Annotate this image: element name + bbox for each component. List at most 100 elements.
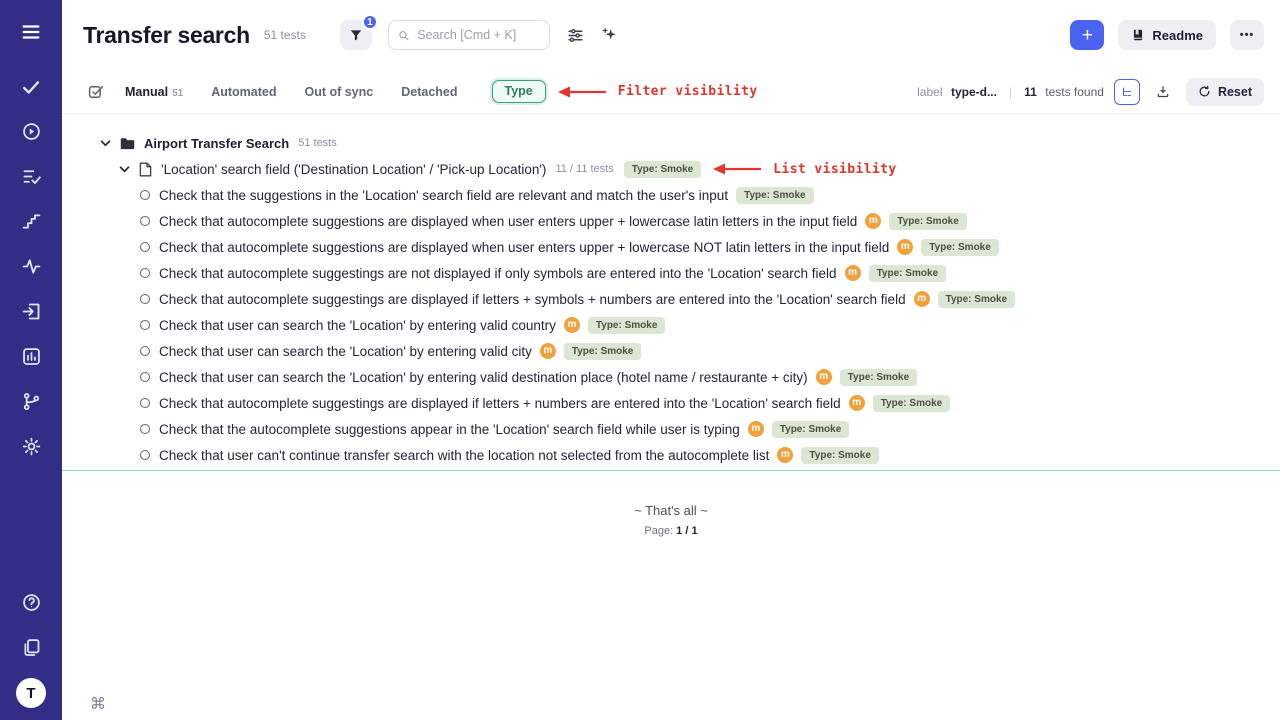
main-area: Transfer search 51 tests 1 + Readme ••• [62, 0, 1280, 720]
tab-manual[interactable]: Manual 51 [125, 85, 183, 99]
check-icon[interactable] [9, 64, 54, 109]
test-status-icon [140, 242, 150, 252]
test-title[interactable]: Check that autocomplete suggestions are … [159, 239, 890, 255]
suite-count: 11 / 11 tests [555, 163, 614, 175]
test-title[interactable]: Check that user can search the 'Location… [159, 369, 808, 385]
ai-sparkle-icon[interactable] [601, 26, 619, 44]
filter-count-badge: 1 [361, 14, 378, 30]
test-title[interactable]: Check that user can search the 'Location… [159, 317, 556, 333]
tab-automated[interactable]: Automated [211, 85, 276, 99]
toolbar-right: label type-d... | 11 tests found Reset [917, 77, 1264, 106]
suite-name[interactable]: 'Location' search field ('Destination Lo… [161, 161, 547, 177]
milestone-badge: m [897, 239, 914, 255]
type-smoke-badge: Type: Smoke [937, 290, 1016, 308]
suite-row[interactable]: 'Location' search field ('Destination Lo… [62, 156, 1280, 182]
chevron-down-icon[interactable] [119, 165, 130, 173]
test-title[interactable]: Check that the suggestions in the 'Locat… [159, 187, 729, 203]
select-tests-icon[interactable] [87, 83, 105, 101]
test-runs-icon[interactable] [9, 109, 54, 154]
type-smoke-badge: Type: Smoke [563, 342, 642, 360]
test-row[interactable]: Check that autocomplete suggestions are … [62, 234, 1280, 260]
label-value[interactable]: type-d... [950, 84, 997, 99]
test-title[interactable]: Check that autocomplete suggestings are … [159, 395, 841, 411]
red-arrow-left-icon [557, 86, 606, 97]
milestone-badge: m [815, 369, 832, 385]
test-tree: Airport Transfer Search 51 tests 'Locati… [62, 114, 1280, 720]
test-row[interactable]: Check that autocomplete suggestings are … [62, 260, 1280, 286]
test-status-icon [140, 190, 150, 200]
test-status-icon [140, 372, 150, 382]
test-row[interactable]: Check that user can't continue transfer … [62, 442, 1280, 468]
annotation-text: Filter visibility [617, 84, 758, 99]
test-status-icon [140, 346, 150, 356]
milestone-badge: m [539, 343, 556, 359]
test-row[interactable]: Check that user can search the 'Location… [62, 364, 1280, 390]
search-box[interactable] [387, 20, 550, 50]
tab-out-of-sync[interactable]: Out of sync [304, 85, 373, 99]
test-list: Check that the suggestions in the 'Locat… [62, 182, 1280, 468]
more-actions-button[interactable]: ••• [1230, 20, 1264, 50]
steps-icon[interactable] [9, 199, 54, 244]
list-end-divider [62, 470, 1280, 471]
readme-button[interactable]: Readme [1118, 20, 1216, 50]
test-title[interactable]: Check that user can't continue transfer … [159, 447, 770, 463]
type-filter-chip[interactable]: Type [491, 80, 546, 103]
filter-visibility-annotation: Filter visibility [554, 84, 758, 99]
tab-detached[interactable]: Detached [401, 85, 457, 99]
activity-icon[interactable] [9, 244, 54, 289]
test-status-icon [140, 398, 150, 408]
divider: | [1008, 84, 1013, 99]
download-button[interactable] [1150, 79, 1176, 105]
test-title[interactable]: Check that autocomplete suggestions are … [159, 213, 858, 229]
annotation-text: List visibility [773, 161, 897, 177]
settings-icon[interactable] [9, 424, 54, 469]
milestones-icon[interactable] [9, 379, 54, 424]
test-plans-icon[interactable] [9, 289, 54, 334]
test-row[interactable]: Check that the autocomplete suggestions … [62, 416, 1280, 442]
page-value: 1 / 1 [676, 525, 698, 537]
test-title[interactable]: Check that user can search the 'Location… [159, 343, 532, 359]
reset-icon [1199, 85, 1210, 97]
test-row[interactable]: Check that user can search the 'Location… [62, 312, 1280, 338]
status-tabs: Manual 51 Automated Out of sync Detached [125, 85, 458, 99]
page-header: Transfer search 51 tests 1 + Readme ••• [62, 0, 1280, 70]
folder-row[interactable]: Airport Transfer Search 51 tests [62, 130, 1280, 156]
test-status-icon [140, 450, 150, 460]
test-row[interactable]: Check that user can search the 'Location… [62, 338, 1280, 364]
folder-name[interactable]: Airport Transfer Search [144, 135, 290, 151]
type-smoke-badge: Type: Smoke [868, 264, 947, 282]
test-title[interactable]: Check that autocomplete suggestings are … [159, 291, 906, 307]
test-row[interactable]: Check that autocomplete suggestions are … [62, 208, 1280, 234]
test-row[interactable]: Check that autocomplete suggestings are … [62, 286, 1280, 312]
reset-button[interactable]: Reset [1185, 77, 1264, 106]
create-button[interactable]: + [1070, 20, 1105, 50]
reports-icon[interactable] [9, 334, 54, 379]
app-sidebar: T [0, 0, 62, 720]
found-count: 11 [1024, 84, 1037, 99]
document-icon [139, 162, 152, 176]
test-cases-icon[interactable] [9, 154, 54, 199]
documents-icon[interactable] [9, 625, 54, 670]
label-prefix: label [917, 84, 943, 99]
milestone-badge: m [563, 317, 580, 333]
test-title[interactable]: Check that autocomplete suggestings are … [159, 265, 837, 281]
test-row[interactable]: Check that autocomplete suggestings are … [62, 390, 1280, 416]
user-avatar[interactable]: T [16, 678, 46, 708]
chevron-down-icon[interactable] [100, 139, 111, 147]
menu-icon[interactable] [9, 10, 54, 54]
help-icon[interactable] [9, 580, 54, 625]
filter-button[interactable]: 1 [339, 14, 378, 50]
red-arrow-left-icon [713, 163, 762, 175]
test-row[interactable]: Check that the suggestions in the 'Locat… [62, 182, 1280, 208]
test-status-icon [140, 424, 150, 434]
view-settings-icon[interactable] [567, 27, 584, 44]
tab-label: Detached [401, 84, 458, 99]
tree-view-button[interactable] [1113, 78, 1140, 105]
test-title[interactable]: Check that the autocomplete suggestions … [159, 421, 740, 437]
total-tests-count: 51 tests [263, 28, 306, 42]
search-input[interactable] [415, 27, 540, 43]
test-status-icon [140, 294, 150, 304]
command-key-icon[interactable]: ⌘ [90, 696, 106, 713]
reset-label: Reset [1217, 84, 1252, 99]
milestone-badge: m [777, 447, 794, 463]
